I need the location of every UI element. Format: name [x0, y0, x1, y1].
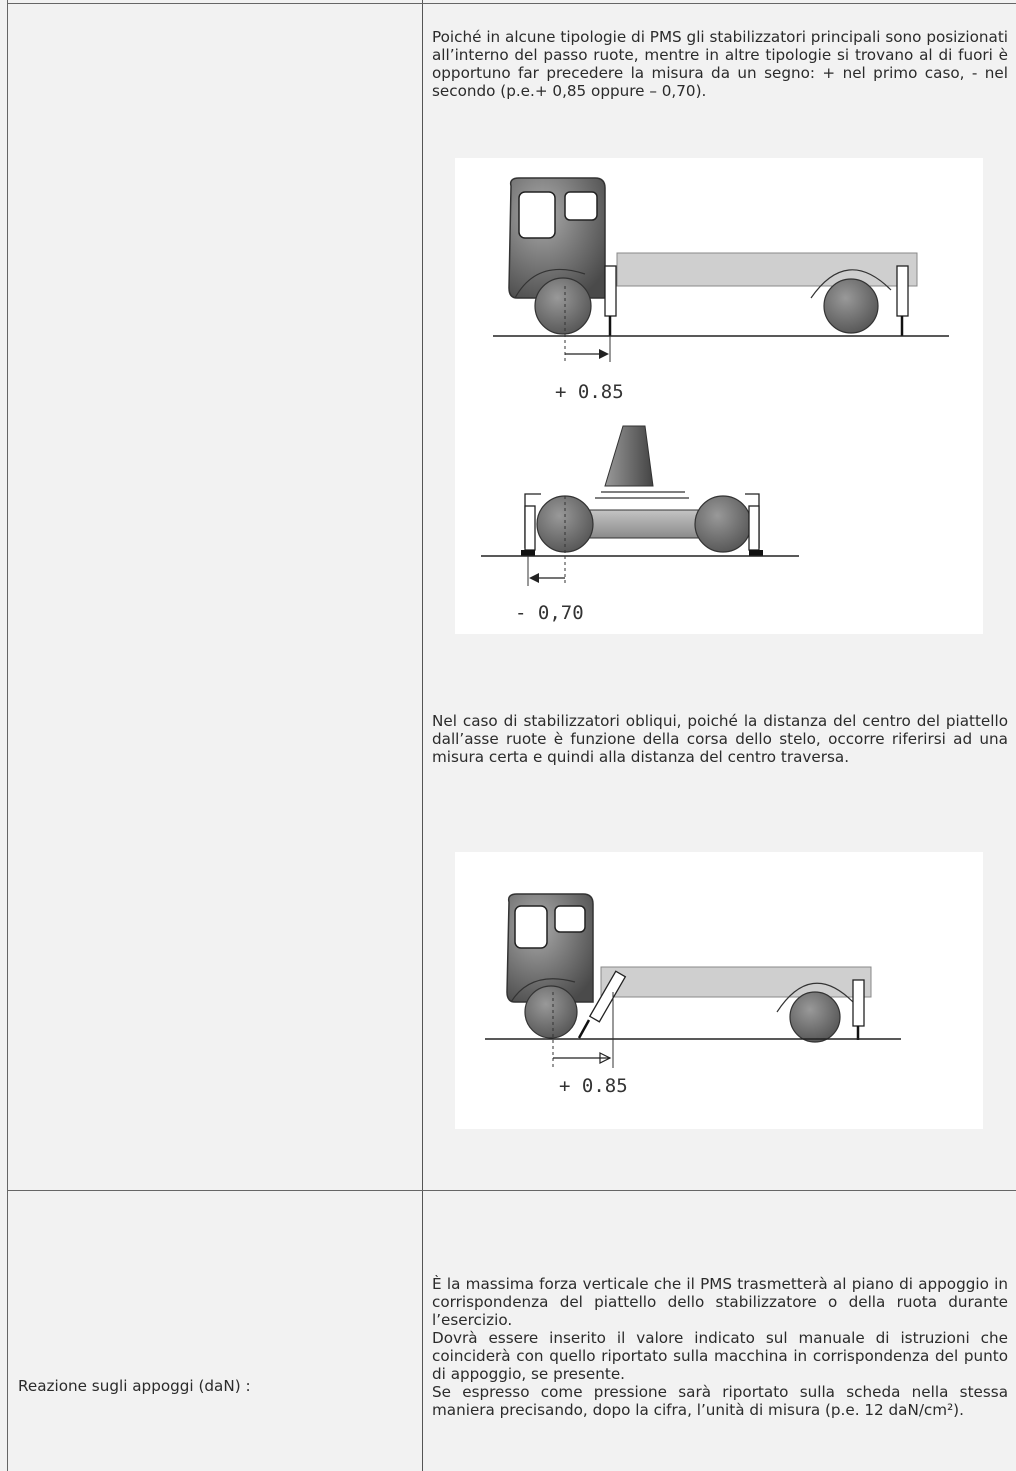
reaction-description: È la massima forza verticale che il PMS …: [432, 1275, 1008, 1419]
row-label-reaction: Reazione sugli appoggi (daN) :: [18, 1377, 251, 1395]
table-left-border: [7, 0, 8, 1471]
axle-front-view-diagram: - 0,70: [481, 425, 799, 624]
dimension-label-minus: - 0,70: [515, 602, 584, 624]
dimension-label-oblique: + 0.85: [559, 1075, 628, 1097]
stabilizer-position-figure: + 0.85 - 0,70: [455, 158, 983, 634]
reaction-line-2: Dovrà essere inserito il valore indicato…: [432, 1329, 1008, 1383]
oblique-stabilizer-figure: + 0.85: [455, 852, 983, 1129]
stabilizer-position-paragraph: Poiché in alcune tipologie di PMS gli st…: [432, 28, 1008, 100]
oblique-stabilizer-paragraph: Nel caso di stabilizzatori obliqui, poic…: [432, 712, 1008, 766]
truck-side-view-diagram: + 0.85: [493, 177, 949, 403]
dimension-label-plus: + 0.85: [555, 381, 624, 403]
reaction-line-3: Se espresso come pressione sarà riportat…: [432, 1383, 1008, 1419]
table-row-divider: [7, 1190, 1016, 1191]
table-label-column: [0, 0, 423, 1471]
reaction-line-1: È la massima forza verticale che il PMS …: [432, 1275, 1008, 1329]
table-top-border: [7, 3, 1016, 4]
